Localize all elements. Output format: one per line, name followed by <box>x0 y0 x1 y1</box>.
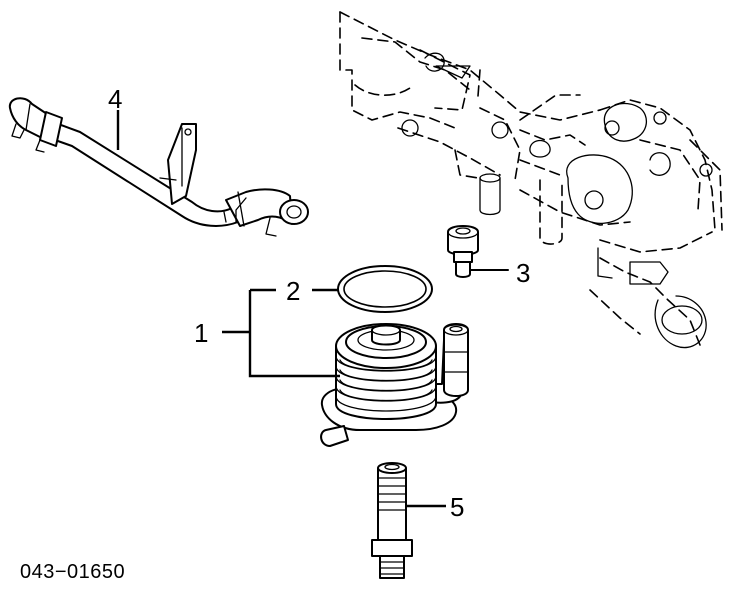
callout-5: 5 <box>450 492 464 522</box>
part-3-fitting <box>447 225 509 278</box>
callout-2: 2 <box>286 276 300 306</box>
callout-1: 1 <box>194 318 208 348</box>
callout-4: 4 <box>108 84 122 114</box>
part-2-o-ring <box>337 265 433 313</box>
diagram-reference-code: 043−01650 <box>20 561 125 583</box>
part-1-oil-cooler <box>320 323 469 447</box>
callout-3: 3 <box>516 258 530 288</box>
leader-lines <box>116 110 446 508</box>
engine-block <box>339 11 723 349</box>
part-4-coolant-pipe <box>8 97 309 237</box>
part-5-connector-bolt <box>371 462 413 579</box>
